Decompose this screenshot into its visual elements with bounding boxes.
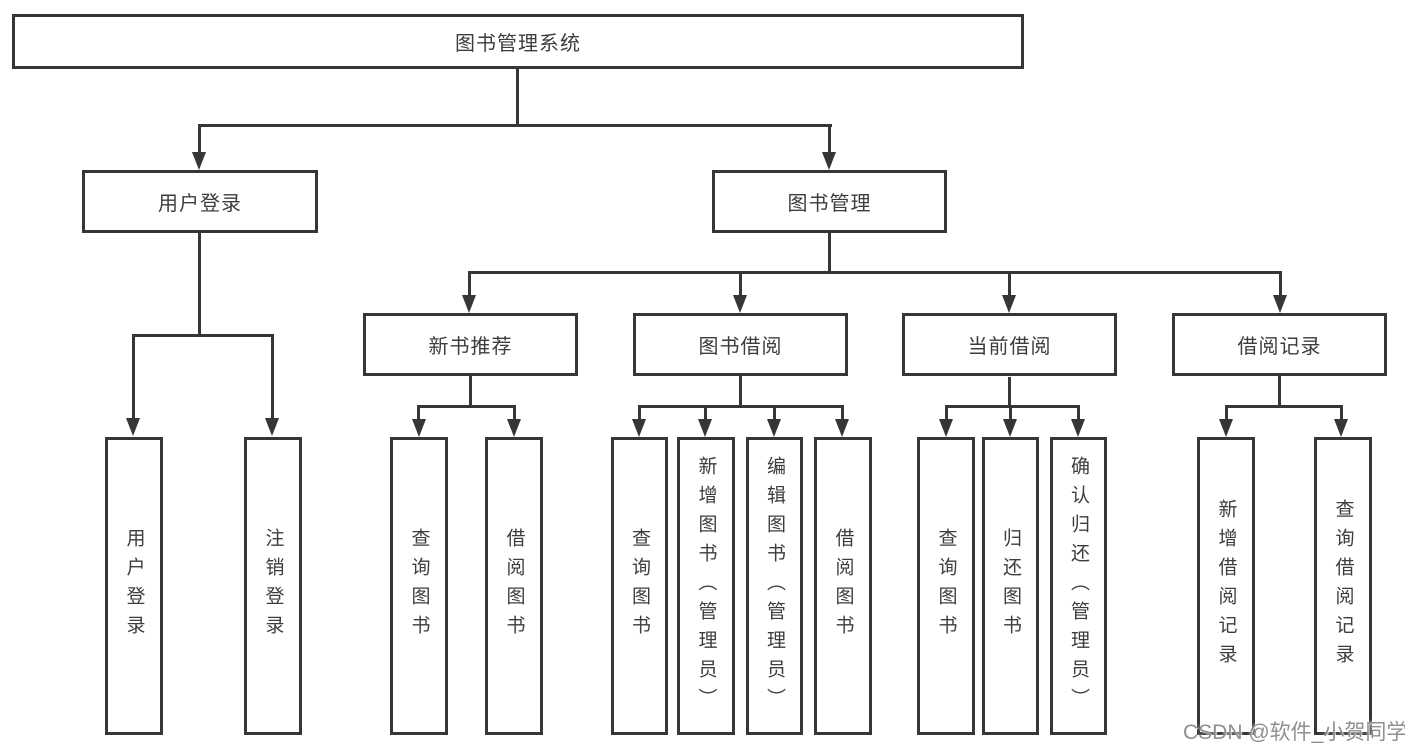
watermark: CSDN @软件_小贺同学	[1183, 721, 1405, 744]
arrowhead-icon	[1334, 419, 1348, 437]
leaf-user-login: 用户登录	[105, 437, 163, 735]
connector-current-stem	[1008, 377, 1011, 407]
arrowhead-icon	[733, 295, 747, 313]
leaf-query-borrow-record: 查询借阅记录	[1314, 437, 1372, 735]
connector-drop-user-login	[198, 124, 201, 156]
arrowhead-icon	[507, 419, 521, 437]
leaf-label: 用户登录	[123, 528, 145, 644]
leaf-label: 查询图书	[629, 528, 650, 644]
connector-borrow-stem	[739, 376, 742, 407]
leaf-label: 确认归还（管理员）	[1068, 455, 1089, 717]
leaf-label: 归还图书	[1000, 528, 1021, 644]
leaf-logout: 注销登录	[244, 437, 302, 735]
node-book-mgmt-branch: 图书管理	[712, 170, 947, 233]
connector-root-stem	[516, 68, 519, 126]
arrowhead-icon	[265, 418, 279, 436]
connector-drop	[945, 405, 948, 421]
connector-drop	[1077, 405, 1080, 421]
arrowhead-icon	[1003, 419, 1017, 437]
connector-level1-rail	[198, 124, 832, 127]
connector-mgmt-stem	[828, 233, 831, 273]
connector-drop	[841, 405, 844, 421]
arrowhead-icon	[1219, 419, 1233, 437]
connector-drop	[704, 405, 707, 421]
connector-drop-new-rec	[468, 271, 471, 297]
leaf-label: 查询图书	[935, 528, 957, 644]
node-root-label: 图书管理系统	[455, 33, 581, 55]
leaf-label: 借阅图书	[503, 528, 525, 644]
arrowhead-icon	[835, 419, 849, 437]
leaf-confirm-return-admin: 确认归还（管理员）	[1050, 437, 1107, 735]
connector-records-stem	[1278, 376, 1281, 407]
node-borrow-records: 借阅记录	[1172, 313, 1387, 376]
connector-borrow-rail	[638, 405, 843, 408]
connector-records-rail	[1225, 405, 1342, 408]
leaf-add-borrow-record: 新增借阅记录	[1197, 437, 1255, 735]
node-user-login-branch: 用户登录	[82, 170, 318, 233]
connector-drop	[417, 405, 420, 421]
leaf-query-books: 查询图书	[390, 437, 448, 735]
node-new-book-rec: 新书推荐	[363, 313, 578, 376]
node-label: 借阅记录	[1237, 336, 1322, 358]
leaf-query-books: 查询图书	[917, 437, 975, 735]
arrowhead-icon	[1273, 295, 1287, 313]
leaf-label: 注销登录	[262, 528, 284, 644]
arrowhead-icon	[462, 295, 476, 313]
leaf-label: 新增借阅记录	[1215, 499, 1237, 673]
node-label: 用户登录	[158, 193, 242, 215]
leaf-label: 查询借阅记录	[1332, 499, 1354, 673]
leaf-label: 查询图书	[408, 528, 430, 644]
connector-drop-book-mgmt	[828, 124, 831, 156]
node-root-system: 图书管理系统	[12, 14, 1024, 69]
node-book-borrow: 图书借阅	[633, 313, 848, 376]
connector-newrec-stem	[469, 376, 472, 407]
leaf-label: 借阅图书	[832, 528, 854, 644]
leaf-label: 编辑图书（管理员）	[764, 455, 785, 717]
node-label: 图书借阅	[698, 336, 783, 358]
arrowhead-icon	[412, 419, 426, 437]
connector-drop-logout	[271, 334, 274, 420]
arrowhead-icon	[192, 152, 206, 170]
connector-drop-borrow-records	[1279, 271, 1282, 297]
arrowhead-icon	[822, 152, 836, 170]
leaf-return-books: 归还图书	[982, 437, 1039, 735]
leaf-borrow-books: 借阅图书	[814, 437, 872, 735]
node-current-borrow: 当前借阅	[902, 313, 1117, 376]
leaf-edit-books-admin: 编辑图书（管理员）	[746, 437, 803, 735]
node-label: 当前借阅	[967, 336, 1052, 358]
arrowhead-icon	[939, 419, 953, 437]
node-label: 新书推荐	[428, 336, 513, 358]
connector-login-rail	[132, 334, 274, 337]
arrowhead-icon	[698, 419, 712, 437]
connector-drop	[1340, 405, 1343, 421]
connector-drop	[638, 405, 641, 421]
connector-drop-current-borrow	[1008, 271, 1011, 297]
connector-drop	[1009, 405, 1012, 421]
connector-level3-rail	[468, 271, 1282, 274]
arrowhead-icon	[767, 419, 781, 437]
connector-drop	[773, 405, 776, 421]
leaf-query-books: 查询图书	[611, 437, 668, 735]
connector-drop-book-borrow	[739, 271, 742, 297]
arrowhead-icon	[1071, 419, 1085, 437]
node-label: 图书管理	[787, 193, 872, 215]
connector-login-stem	[198, 233, 201, 336]
connector-drop	[513, 405, 516, 421]
connector-drop-login	[132, 334, 135, 420]
leaf-add-books-admin: 新增图书（管理员）	[677, 437, 735, 735]
arrowhead-icon	[126, 418, 140, 436]
arrowhead-icon	[1002, 295, 1016, 313]
leaf-label: 新增图书（管理员）	[695, 455, 717, 717]
leaf-borrow-books: 借阅图书	[485, 437, 543, 735]
connector-newrec-rail	[417, 405, 516, 408]
connector-drop	[1225, 405, 1228, 421]
arrowhead-icon	[632, 419, 646, 437]
